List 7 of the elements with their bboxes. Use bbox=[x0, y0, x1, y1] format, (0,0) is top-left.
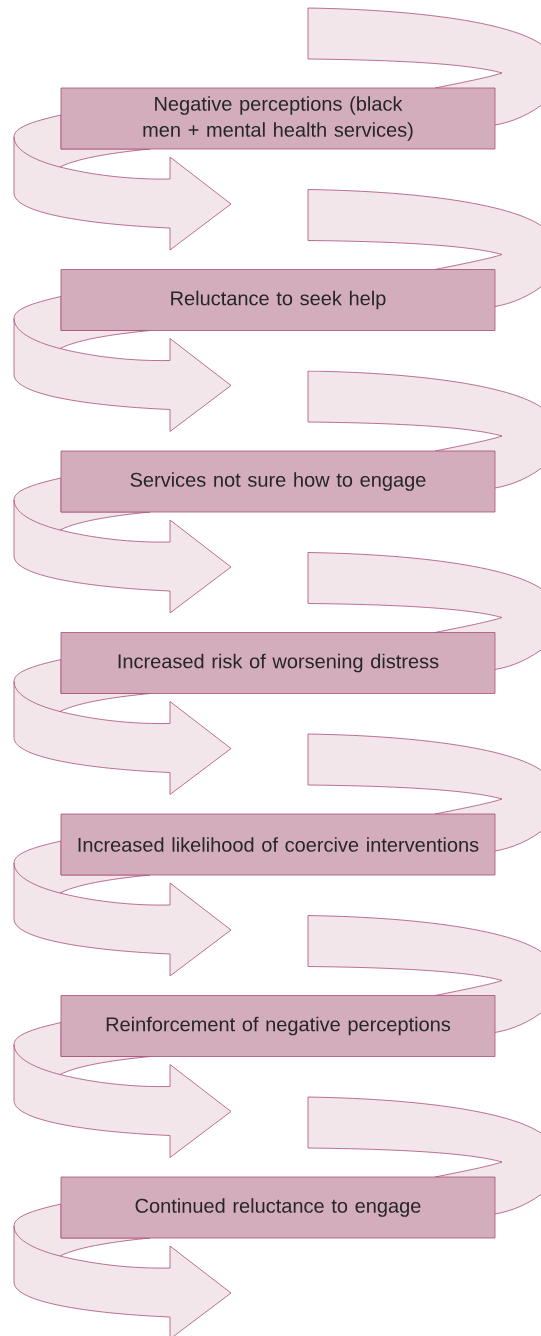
process-box: Increased likelihood of coercive interventions bbox=[60, 813, 496, 876]
process-box: Reluctance to seek help bbox=[60, 269, 496, 331]
process-box: Reinforcement of negative perceptions bbox=[60, 995, 496, 1057]
process-box: Increased risk of worsening distress bbox=[60, 632, 496, 694]
process-box: Services not sure how to engage bbox=[60, 450, 496, 513]
process-box: Negative perceptions (black men + mental health services) bbox=[60, 87, 496, 150]
process-box: Continued reluctance to engage bbox=[60, 1176, 496, 1239]
